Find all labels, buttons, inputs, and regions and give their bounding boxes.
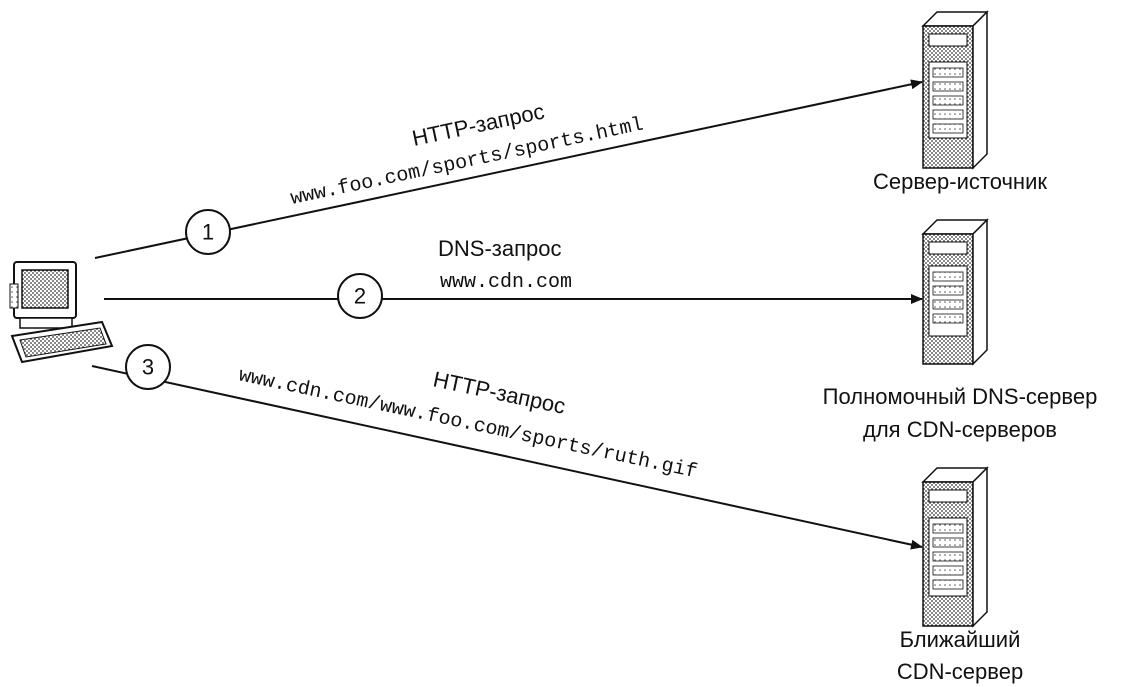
request-1-arrow bbox=[94, 79, 923, 259]
step-1-number: 1 bbox=[202, 220, 214, 245]
cdn-server-icon bbox=[921, 466, 989, 628]
computer-icon bbox=[9, 261, 114, 364]
cdn-server-label-line-1: Ближайший bbox=[900, 627, 1021, 652]
step-2-number: 2 bbox=[354, 284, 366, 309]
step-2-marker: 2 bbox=[337, 273, 383, 319]
dns-server-label-line-2: для CDN-серверов bbox=[863, 417, 1057, 442]
request-3-arrow bbox=[91, 365, 923, 550]
cdn-server-label-line-2: CDN-сервер bbox=[897, 659, 1023, 684]
step-3-marker: 3 bbox=[125, 344, 171, 390]
origin-server-label: Сервер-источник bbox=[873, 169, 1047, 194]
request-2-title: DNS-запрос bbox=[438, 236, 561, 261]
origin-server-icon bbox=[921, 10, 989, 170]
dns-server-label-line-1: Полномочный DNS-сервер bbox=[823, 384, 1098, 409]
request-2-url: www.cdn.com bbox=[440, 271, 572, 294]
step-1-marker: 1 bbox=[185, 209, 231, 255]
dns-server-icon bbox=[921, 218, 989, 366]
step-3-number: 3 bbox=[142, 355, 154, 380]
